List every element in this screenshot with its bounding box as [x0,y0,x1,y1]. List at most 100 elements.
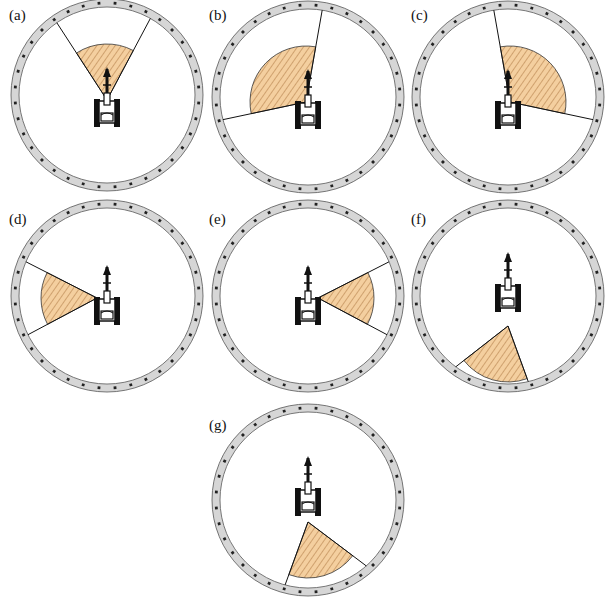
segment-bolt [595,318,598,321]
working-sector [41,273,97,325]
segment-bolt [30,241,34,245]
segment-bolt [390,255,394,259]
segment-bolt [231,241,235,245]
segment-bolt [371,359,375,363]
tunnel-lining [416,5,600,189]
segment-bolt [14,85,17,88]
segment-bolt [395,522,398,525]
segment-bolt [423,56,427,60]
segment-bolt [398,490,401,493]
segment-bolt [581,148,585,152]
panel-label: (f) [410,212,427,227]
sector-boundary [28,298,97,335]
segment-bolt [590,255,594,259]
segment-bolt [415,303,418,306]
segment-bolt [390,56,394,60]
segment-bolt [97,203,100,206]
working-sector [77,44,134,100]
segment-bolt [453,20,457,24]
segment-bolt [253,20,257,24]
segment-bolt [231,347,235,351]
segment-bolt [66,378,70,382]
segment-bolt [81,383,84,386]
segment-bolt [180,40,184,44]
segment-bolt [114,2,117,5]
segment-bolt [395,474,398,477]
segment-bolt [398,303,401,306]
segment-bolt [359,369,363,373]
segment-bolt [530,184,533,187]
segment-bolt [498,203,501,206]
segment-bolt [267,582,271,586]
sector-boundary [510,102,593,120]
segment-bolt [381,148,385,152]
segment-bolt [144,177,148,181]
tunnel-panel [212,1,404,193]
sector-boundary [508,326,528,382]
working-sector [318,273,374,325]
segment-bolt [545,179,549,183]
segment-bolt [231,42,235,46]
segment-bolt [581,42,585,46]
segment-bolt [345,378,349,382]
lining-inner-edge [220,208,396,384]
segment-bolt [371,160,375,164]
segment-bolt [144,378,148,382]
segment-bolt [498,187,501,190]
segment-bolt [241,160,245,164]
segment-bolt [30,347,34,351]
sector-boundary [223,102,306,120]
working-sector [289,522,353,578]
segment-bolt [223,56,227,60]
segment-bolt [267,179,271,183]
segment-bolt [197,303,200,306]
segment-bolt [170,359,174,363]
segment-bolt [590,56,594,60]
segment-bolt [52,219,56,223]
segment-bolt [298,590,301,593]
segment-bolt [330,383,333,386]
segment-bolt [390,459,394,463]
segment-bolt [52,369,56,373]
segment-bolt [441,30,445,34]
segment-bolt [16,270,19,273]
segment-bolt [545,211,549,215]
segment-bolt [590,333,594,337]
segment-bolt [359,219,363,223]
panel-label: (e) [208,212,227,227]
segment-bolt [390,537,394,541]
segment-bolt [595,71,598,74]
lining-outer-edge [412,200,604,392]
segment-bolt [215,507,218,510]
segment-bolt [359,573,363,577]
segment-bolt [371,563,375,567]
segment-bolt [415,104,418,107]
sector-boundary [107,18,150,100]
segment-bolt [22,54,26,58]
segment-bolt [381,241,385,245]
excavator-icon [94,265,120,325]
segment-bolt [417,71,420,74]
segment-bolt [231,445,235,449]
lining-inner-edge [19,208,195,384]
segment-bolt [52,18,56,22]
segment-bolt [253,573,257,577]
segment-bolt [267,211,271,215]
segment-bolt [423,333,427,337]
segment-bolt [441,229,445,233]
segment-bolt [158,219,162,223]
segment-bolt [14,102,17,105]
segment-bolt [282,409,285,412]
segment-bolt [345,211,349,215]
panel-label: (c) [410,8,429,23]
tunnel-lining [216,408,400,592]
segment-bolt [398,507,401,510]
segment-bolt [423,255,427,259]
segment-bolt [330,184,333,187]
segment-bolt [330,587,333,590]
segment-bolt [498,4,501,7]
segment-bolt [52,168,56,172]
segment-bolt [223,333,227,337]
segment-bolt [40,158,44,162]
